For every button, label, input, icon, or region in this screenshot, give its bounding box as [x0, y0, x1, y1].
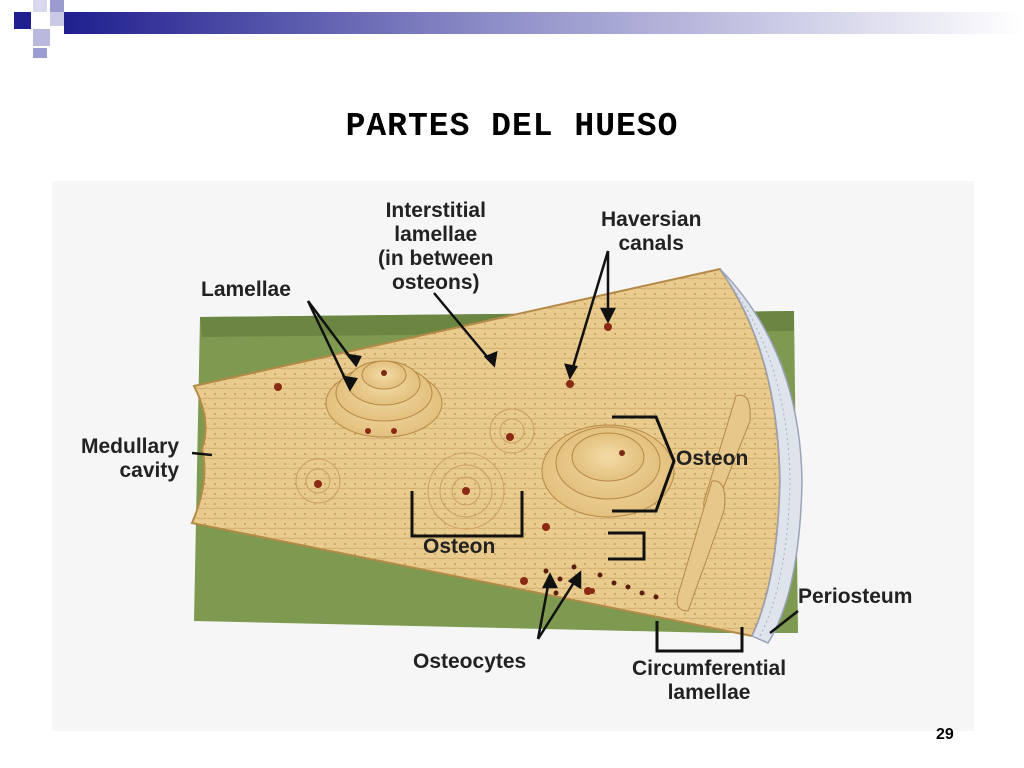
square-dark-icon — [14, 12, 31, 29]
bone-model-illustration — [190, 250, 803, 653]
header-band — [0, 0, 1024, 60]
header-gradient-bar — [0, 0, 1024, 60]
pointer-arrows — [191, 250, 799, 640]
osteon-brackets — [410, 415, 744, 653]
page-number: 29 — [936, 726, 954, 743]
haversian-canals — [274, 323, 612, 595]
label-interstitial-lamellae: Interstitial lamellae (in between osteon… — [378, 199, 494, 294]
label-medullary-cavity: Medullary cavity — [81, 435, 180, 482]
periosteum-layer — [719, 268, 803, 644]
osteocytes — [543, 564, 659, 600]
circumferential-strip — [676, 480, 726, 612]
label-circumferential-lamellae: Circumferential lamellae — [632, 657, 787, 704]
osteon-right — [541, 424, 675, 518]
label-osteon-bottom: Osteon — [423, 535, 496, 558]
label-osteocytes: Osteocytes — [413, 650, 527, 673]
slide-title: PARTES DEL HUESO — [345, 108, 679, 145]
label-osteon-right: Osteon — [676, 447, 749, 470]
label-haversian-canals: Haversian canals — [601, 208, 702, 255]
label-periosteum: Periosteum — [798, 585, 913, 608]
osteon-top-left — [325, 360, 443, 438]
label-lamellae: Lamellae — [201, 278, 291, 301]
bone-diagram: Interstitial lamellae (in between osteon… — [52, 181, 974, 731]
square-light-icon — [33, 29, 50, 46]
